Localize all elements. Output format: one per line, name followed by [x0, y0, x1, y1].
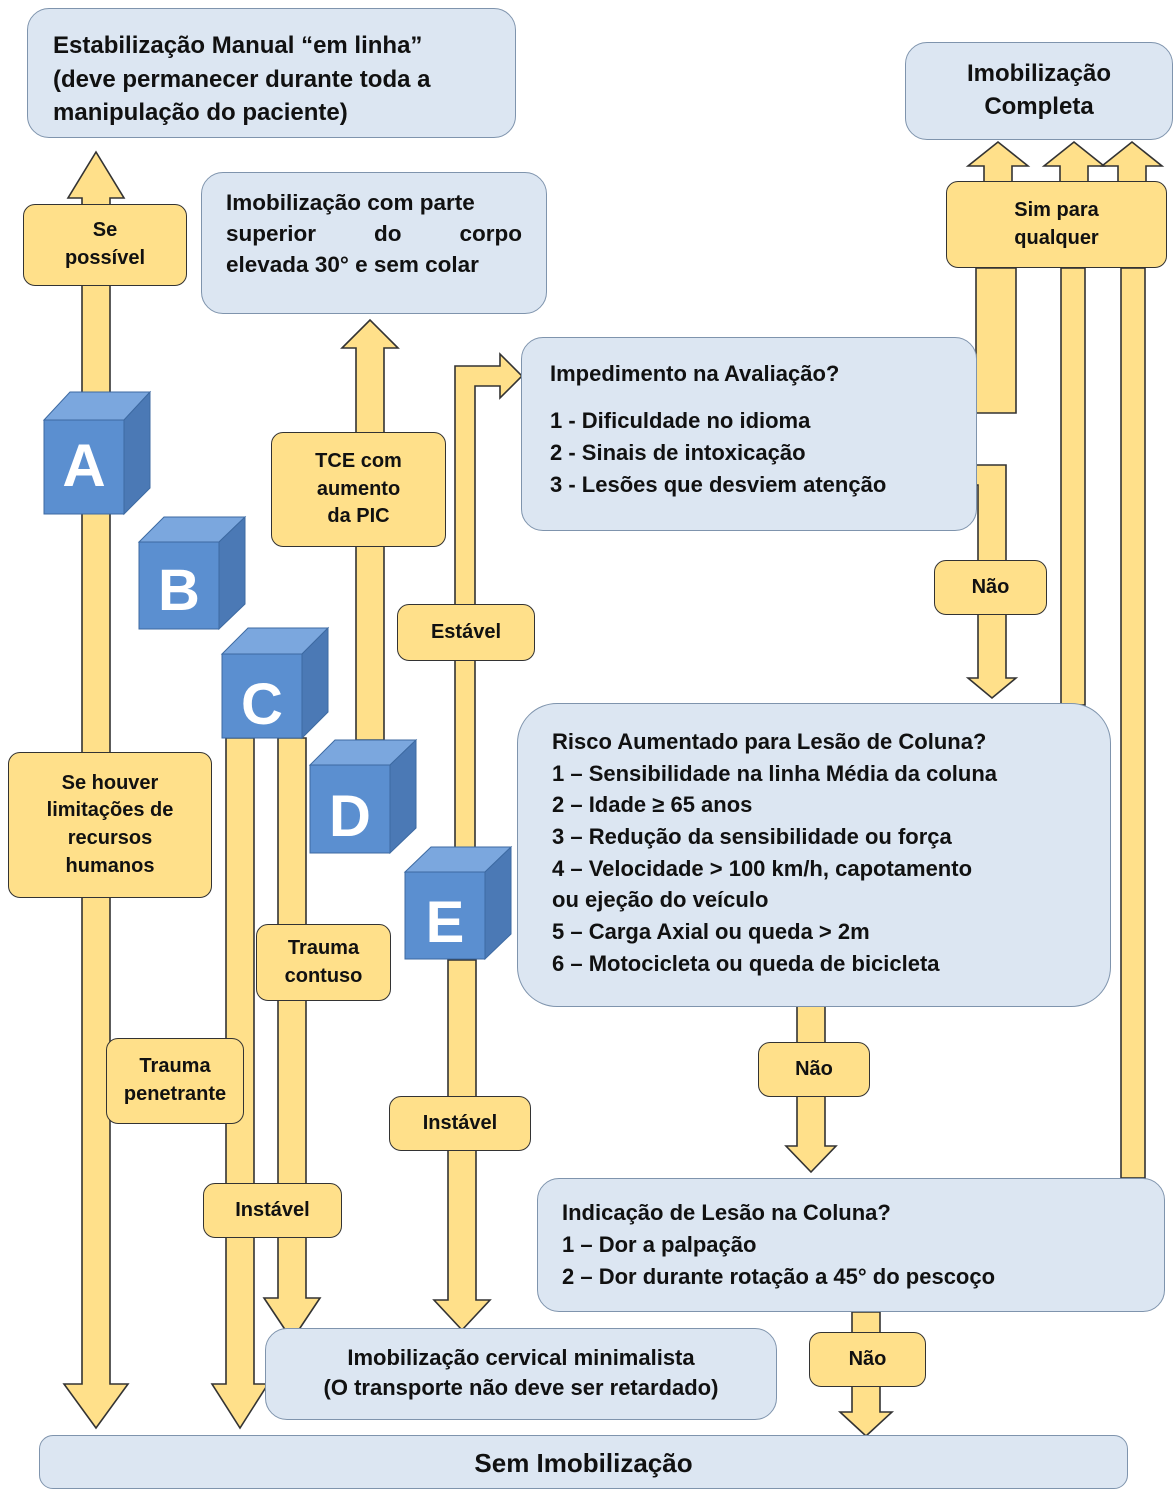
box-elevada-line2: superior do corpo [226, 218, 522, 249]
label-nao-indicacao: Não [809, 1332, 926, 1387]
label-estavel: Estável [397, 604, 535, 661]
label-se-possivel-l1: Se [92, 219, 118, 242]
arrow-a-down [62, 509, 130, 1430]
box-estabilizacao-line2: (deve permanecer durante toda a [53, 65, 431, 93]
label-tce-l2: aumento [316, 477, 401, 500]
indicacao-title: Indicação de Lesão na Coluna? [562, 1200, 891, 1225]
label-penetrante-l2: penetrante [123, 1083, 227, 1105]
cube-b-letter: B [158, 558, 200, 623]
box-sem-imobilizacao: Sem Imobilização [39, 1435, 1128, 1489]
impedimento-item-1: 1 - Dificuldade no idioma [550, 407, 811, 433]
minimalista-line2: (O transporte não deve ser retardado) [323, 1375, 719, 1401]
label-tce-l1: TCE com [315, 450, 402, 473]
arrow-sim-up-1 [965, 140, 1031, 183]
label-nao-2-text: Não [795, 1057, 833, 1080]
label-instavel-c-text: Instável [235, 1198, 310, 1221]
cube-d-letter: D [329, 784, 371, 849]
label-nao-3-text: Não [848, 1347, 887, 1370]
label-se-houver-l2: limitações de [46, 799, 174, 822]
box-completa-line2: Completa [984, 93, 1094, 121]
impedimento-title: Impedimento na Avaliação? [550, 361, 840, 386]
arrow-sim-up-3 [1099, 140, 1165, 183]
label-instavel-e: Instável [389, 1096, 531, 1151]
label-trauma-contuso: Trauma contuso [256, 924, 391, 1001]
label-se-possivel: Se possível [23, 204, 187, 286]
label-contuso-l2: contuso [284, 964, 363, 987]
label-instavel-e-text: Instável [422, 1111, 498, 1134]
arrow-risco-to-sim [1060, 267, 1086, 706]
box-completa-line1: Imobilização [966, 60, 1112, 87]
label-se-houver-l4: humanos [65, 854, 155, 877]
arrow-sim-up-2 [1041, 140, 1107, 183]
box-estabilizacao-line3: manipulação do paciente) [53, 99, 348, 127]
label-sim-l1: Sim para [1014, 198, 1099, 221]
label-sim-l2: qualquer [1014, 226, 1099, 249]
impedimento-item-3: 3 - Lesões que desviem atenção [550, 471, 887, 497]
label-trauma-penetrante: Trauma penetrante [106, 1038, 244, 1124]
label-tce: TCE com aumento da PIC [271, 432, 446, 547]
risco-item-3: 3 – Redução da sensibilidade ou força [552, 824, 952, 850]
risco-item-4: 4 – Velocidade > 100 km/h, capotamento [552, 855, 973, 881]
box-imobilizacao-elevada: Imobilização com parte superior do corpo… [201, 172, 547, 314]
minimalista-line1: Imobilização cervical minimalista [347, 1345, 695, 1370]
cube-e: E [403, 845, 513, 961]
cube-c: C [220, 626, 330, 740]
label-nao-risco: Não [758, 1042, 870, 1097]
box-elevada-line1: Imobilização com parte [226, 190, 475, 215]
risco-item-2: 2 – Idade ≥ 65 anos [552, 792, 753, 818]
label-contuso-l1: Trauma [287, 936, 360, 959]
arrow-indicacao-to-sim [1120, 267, 1146, 1179]
box-estabilizacao-line1: Estabilização Manual “em linha” [53, 32, 423, 59]
risco-item-4-cont: ou ejeção do veículo [552, 887, 769, 913]
box-indicacao-lesao: Indicação de Lesão na Coluna? 1 – Dor a … [537, 1178, 1165, 1312]
box-imobilizacao-minimalista: Imobilização cervical minimalista (O tra… [265, 1328, 777, 1420]
cube-d: D [308, 738, 418, 855]
label-sim-para-qualquer: Sim para qualquer [946, 181, 1167, 268]
box-impedimento: Impedimento na Avaliação? 1 - Dificuldad… [521, 337, 977, 531]
indicacao-item-2: 2 – Dor durante rotação a 45° do pescoço [562, 1263, 996, 1289]
label-nao-1-text: Não [971, 575, 1010, 598]
arrow-e-to-impedimento [454, 352, 524, 851]
cube-a: A [42, 390, 152, 516]
label-instavel-c: Instável [203, 1183, 342, 1238]
label-nao-impedimento: Não [934, 560, 1047, 615]
label-se-houver-l1: Se houver [61, 771, 159, 794]
risco-item-1: 1 – Sensibilidade na linha Média da colu… [552, 760, 998, 786]
cube-c-letter: C [241, 672, 283, 737]
box-risco-aumentado: Risco Aumentado para Lesão de Coluna? 1 … [517, 703, 1111, 1007]
label-tce-l3: da PIC [327, 505, 390, 528]
risco-title: Risco Aumentado para Lesão de Coluna? [552, 729, 987, 754]
arrow-impedimento-to-sim [975, 267, 1017, 414]
box-elevada-word2: do [374, 221, 402, 247]
cube-a-letter: A [62, 432, 105, 499]
box-estabilizacao-manual: Estabilização Manual “em linha” (deve pe… [27, 8, 516, 138]
risco-item-6: 6 – Motocicleta ou queda de bicicleta [552, 950, 940, 976]
label-penetrante-l1: Trauma [139, 1055, 211, 1078]
label-se-houver-l3: recursos [67, 827, 153, 849]
cube-e-letter: E [426, 890, 465, 955]
risco-item-5: 5 – Carga Axial ou queda > 2m [552, 919, 870, 945]
box-elevada-word1: superior [226, 221, 317, 247]
cube-b: B [137, 515, 247, 631]
box-elevada-line3: elevada 30° e sem colar [226, 252, 479, 278]
impedimento-item-2: 2 - Sinais de intoxicação [550, 439, 806, 465]
label-se-possivel-l2: possível [64, 247, 146, 269]
box-elevada-word3: corpo [459, 221, 522, 247]
indicacao-item-1: 1 – Dor a palpação [562, 1231, 757, 1257]
label-estavel-text: Estável [430, 620, 502, 643]
box-imobilizacao-completa: Imobilização Completa [905, 42, 1173, 140]
sem-imobilizacao-label: Sem Imobilização [474, 1448, 693, 1478]
label-se-houver: Se houver limitações de recursos humanos [8, 752, 212, 898]
